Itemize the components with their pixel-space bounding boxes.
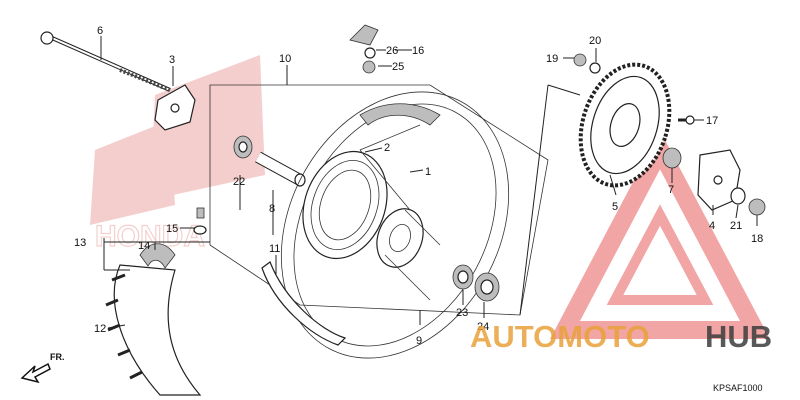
front-direction-arrow: FR. (20, 352, 65, 384)
callout-labels: 1 2 3 4 5 6 7 8 9 10 11 12 13 14 15 16 1… (74, 25, 763, 347)
nut-25 (362, 60, 376, 74)
rim-band-upper (359, 103, 441, 126)
callout-18: 18 (751, 233, 763, 245)
axle (40, 31, 171, 92)
callout-22: 22 (233, 176, 245, 188)
washer-26 (364, 47, 376, 59)
callout-25: 25 (392, 61, 404, 73)
callout-26: 26 (386, 45, 398, 57)
watermark-part2: HUB (705, 319, 772, 354)
spoke-bracket (349, 24, 379, 46)
watermark-triangle (550, 130, 770, 339)
direction-label: FR. (50, 352, 65, 362)
callout-21: 21 (730, 220, 742, 232)
side-collar (662, 147, 682, 169)
callout-7: 7 (668, 184, 674, 196)
sprocket-bolt (678, 115, 695, 125)
callout-1: 1 (425, 166, 431, 178)
callout-6: 6 (97, 25, 103, 37)
callout-5: 5 (612, 201, 618, 213)
callout-8: 8 (269, 203, 275, 215)
sprocket (578, 62, 672, 188)
sprocket-nut-19 (573, 53, 587, 67)
callout-13: 13 (74, 237, 86, 249)
callout-17: 17 (706, 115, 718, 127)
callout-16: 16 (412, 45, 424, 57)
callout-2: 2 (384, 142, 390, 154)
tire (105, 264, 202, 396)
callout-14: 14 (138, 240, 150, 252)
spokes (359, 124, 441, 301)
callout-3: 3 (169, 54, 175, 66)
callout-4: 4 (709, 220, 715, 232)
callout-24: 24 (477, 321, 489, 333)
callout-12: 12 (94, 323, 106, 335)
callout-10: 10 (279, 53, 291, 65)
distance-collar (255, 151, 306, 187)
callout-19: 19 (546, 53, 558, 65)
callout-15: 15 (166, 223, 178, 235)
hub (302, 150, 424, 268)
washer-21 (730, 187, 746, 205)
callout-23: 23 (456, 307, 468, 319)
diagram-code: KPSAF1000 (713, 383, 763, 393)
watermark-text: AUTOMOTO HUB (470, 319, 772, 354)
inner-tube (139, 243, 176, 269)
callout-9: 9 (416, 335, 422, 347)
washer-20 (589, 62, 601, 74)
callout-20: 20 (589, 35, 601, 47)
watermark-part1: AUTOMOTO (470, 319, 650, 354)
rim-band (261, 261, 347, 346)
leader-lines (100, 36, 758, 329)
axle-nut (748, 198, 766, 216)
callout-11: 11 (269, 243, 280, 255)
valve-cap (196, 207, 205, 219)
